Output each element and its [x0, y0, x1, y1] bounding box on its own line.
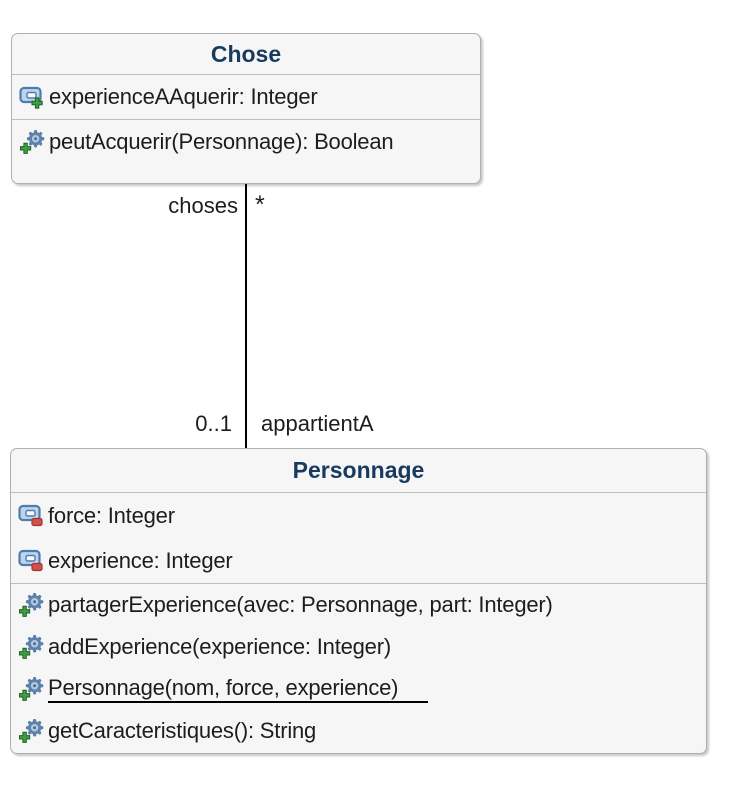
member-label: experience: Integer	[48, 547, 233, 573]
member-label: force: Integer	[48, 502, 175, 528]
personnage-method-partagerExperience[interactable]: partagerExperience(avec: Personnage, par…	[11, 584, 706, 626]
method-added-icon	[18, 718, 45, 745]
field-added-icon	[19, 84, 46, 111]
personnage-constructor[interactable]: Personnage(nom, force, experience)	[11, 668, 706, 710]
personnage-method-addExperience[interactable]: addExperience(experience: Integer)	[11, 626, 706, 668]
chose-method-peutAcquerir[interactable]: peutAcquerir(Personnage): Boolean	[12, 120, 480, 164]
field-removed-icon	[18, 502, 45, 529]
member-label: partagerExperience(avec: Personnage, par…	[48, 592, 553, 617]
method-added-icon	[19, 129, 46, 156]
personnage-field-experience[interactable]: experience: Integer	[11, 538, 706, 583]
fields-compartment: experienceAAquerir: Integer	[12, 75, 480, 120]
personnage-field-force[interactable]: force: Integer	[11, 493, 706, 538]
personnage-method-getCaracteristiques[interactable]: getCaracteristiques(): String	[11, 710, 706, 752]
uml-class-personnage[interactable]: Personnage force: Integer experience: In…	[10, 448, 707, 754]
association-line[interactable]	[245, 184, 247, 448]
association-multiplicity-top[interactable]: *	[255, 191, 265, 219]
methods-compartment: peutAcquerir(Personnage): Boolean	[12, 120, 480, 183]
method-added-icon	[18, 676, 45, 703]
association-role-bottom[interactable]: appartientA	[261, 411, 374, 436]
association-role-top[interactable]: choses	[168, 193, 238, 218]
uml-class-chose[interactable]: Chose experienceAAquerir: Integer peutAc…	[11, 33, 481, 184]
member-label: experienceAAquerir: Integer	[49, 84, 318, 109]
methods-compartment: partagerExperience(avec: Personnage, par…	[11, 584, 706, 752]
class-title: Personnage	[11, 449, 706, 493]
member-label: peutAcquerir(Personnage): Boolean	[49, 129, 394, 154]
association-multiplicity-bottom[interactable]: 0..1	[195, 411, 232, 436]
member-label: getCaracteristiques(): String	[48, 718, 317, 743]
chose-field-experienceAAquerir[interactable]: experienceAAquerir: Integer	[12, 75, 480, 119]
member-label: Personnage(nom, force, experience)	[48, 675, 429, 703]
method-added-icon	[18, 592, 45, 619]
field-removed-icon	[18, 547, 45, 574]
method-added-icon	[18, 634, 45, 661]
member-label: addExperience(experience: Integer)	[48, 634, 391, 659]
class-title: Chose	[12, 34, 480, 75]
fields-compartment: force: Integer experience: Integer	[11, 493, 706, 584]
